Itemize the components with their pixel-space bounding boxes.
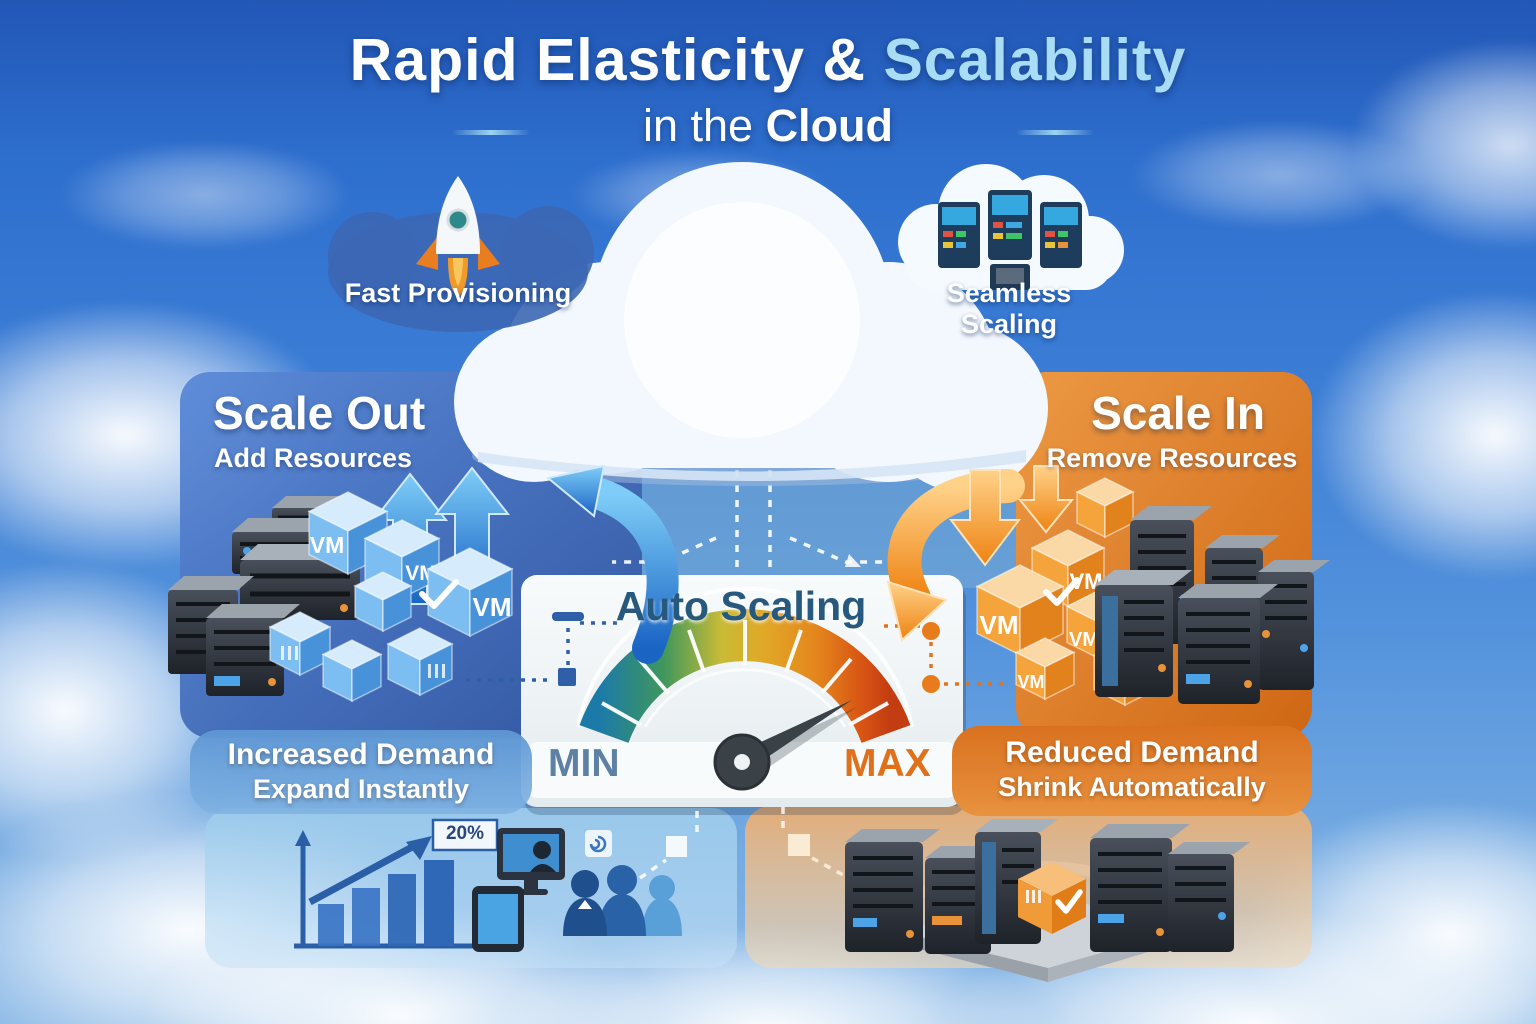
- vm-cube-icon: VM VM: [268, 491, 514, 703]
- increased-demand-banner: [190, 730, 532, 814]
- max-connector: [884, 622, 1006, 693]
- tablet-icon: [472, 886, 524, 952]
- seamless-scaling-badge: [898, 164, 1124, 290]
- title-accent: Scalability: [883, 27, 1187, 93]
- gauge-ticks: [601, 620, 889, 727]
- fast-provisioning-label: Fast Provisioning: [344, 278, 572, 308]
- bg-cloud: [1130, 120, 1430, 230]
- gauge-needle-shadow: [743, 707, 857, 778]
- subtitle-dash-left: [452, 130, 530, 135]
- increased-demand-title: Increased Demand: [227, 738, 495, 771]
- vm-cube-icon: [1018, 862, 1086, 934]
- reduced-demand-title: Reduced Demand: [1005, 736, 1259, 769]
- bar-chart-icon: [294, 818, 499, 949]
- fast-provisioning-badge: [328, 176, 594, 332]
- scale-in-title: Scale In: [1091, 387, 1265, 439]
- gauge-hub-dot: [734, 754, 750, 770]
- reduced-demand-subtitle: Shrink Automatically: [998, 772, 1266, 802]
- cloud-icon: [454, 162, 1048, 492]
- scale-out-title: Scale Out: [213, 387, 426, 439]
- gauge-max-label: MAX: [844, 742, 931, 785]
- scale-in-subtitle: Remove Resources: [1046, 443, 1298, 473]
- gauge-min-label: MIN: [548, 742, 620, 785]
- scale-down-arrow-icon: [948, 465, 1075, 567]
- checkmark-icon: [1055, 889, 1083, 914]
- scale-out-illustration: VM VM: [168, 464, 679, 703]
- spiral-icon: [585, 830, 612, 857]
- subtitle-dash-right: [1016, 130, 1094, 135]
- svg-text:VM: VM: [980, 610, 1019, 640]
- reduced-demand-banner: [952, 726, 1312, 816]
- svg-text:VM: VM: [1018, 672, 1045, 692]
- monitor-icon: [497, 828, 565, 895]
- svg-text:VM: VM: [310, 532, 345, 558]
- auto-scaling-title: Auto Scaling: [615, 583, 867, 629]
- gauge-icon: [576, 586, 914, 791]
- server-rack-icon: [168, 496, 378, 696]
- users-icon: [563, 865, 682, 936]
- rocket-icon: [416, 176, 500, 298]
- server-rack-icon: [938, 190, 1082, 290]
- scale-in-illustration: VM VM VM VM: [886, 465, 1330, 707]
- growth-percent-label: 20%: [445, 823, 485, 844]
- platform-scene: [845, 819, 1250, 982]
- min-connector: [466, 612, 624, 686]
- svg-text:VM: VM: [1069, 629, 1099, 651]
- subtitle-bold: Cloud: [765, 100, 894, 151]
- branch-arrow-right: [845, 554, 861, 567]
- title-main: Rapid Elasticity &: [349, 27, 867, 93]
- checkmark-icon: [1043, 577, 1080, 606]
- page-title: Rapid Elasticity & Scalability: [0, 26, 1536, 94]
- increased-demand-subtitle: Expand Instantly: [252, 774, 470, 804]
- server-rack-icon: [1095, 506, 1330, 704]
- page-subtitle: in the Cloud: [0, 100, 1536, 152]
- route-dashes: [639, 806, 846, 880]
- svg-text:VM: VM: [473, 592, 512, 622]
- server-rack-icon: [845, 819, 1250, 954]
- scale-up-curved-arrow-icon: [545, 464, 679, 664]
- subtitle-prefix: in the: [642, 100, 754, 151]
- seamless-scaling-label: Seamless Scaling: [946, 278, 1072, 339]
- cloud-branch-lines: [612, 470, 886, 570]
- checkmark-icon: [419, 579, 459, 609]
- bg-cloud: [60, 140, 350, 250]
- scale-out-subtitle: Add Resources: [214, 443, 413, 473]
